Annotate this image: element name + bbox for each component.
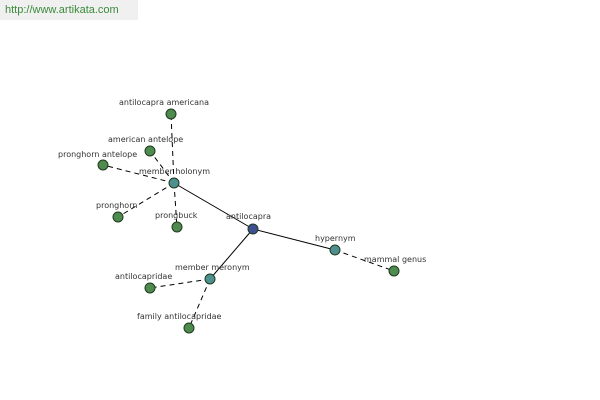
node-pronghorn-label[interactable]: pronghorn [96, 201, 137, 210]
edge-member-holonym-to-antilocapra-americana [170, 113, 175, 184]
node-prongbuck[interactable]: prongbuck [155, 211, 198, 233]
node-antilocapra-americana[interactable]: antilocapra americana [119, 98, 209, 120]
node-member-meronym-label[interactable]: member meronym [175, 263, 250, 272]
node-pronghorn-dot[interactable] [112, 211, 124, 223]
node-layer: antilocapra member holonym member meronym h… [58, 98, 426, 334]
node-member-holonym-label[interactable]: member holonym [139, 167, 210, 176]
node-mammal-genus-label[interactable]: mammal genus [364, 255, 426, 264]
edge-member-holonym-to-american-antelope [149, 150, 175, 184]
node-pronghorn-antelope[interactable]: pronghorn antelope [58, 150, 137, 171]
edge-antilocapra-to-hypernym [252, 228, 336, 251]
edge-layer [102, 113, 395, 329]
node-family-antilocapridae-dot[interactable] [183, 322, 195, 334]
node-antilocapra-dot[interactable] [247, 223, 259, 235]
node-american-antelope-dot[interactable] [144, 145, 156, 157]
node-member-meronym[interactable]: member meronym [175, 263, 250, 285]
node-antilocapra-label[interactable]: antilocapra [226, 212, 271, 221]
node-antilocapra[interactable]: antilocapra [226, 212, 271, 235]
node-american-antelope-label[interactable]: american antelope [108, 135, 183, 144]
source-url[interactable]: http://www.artikata.com [0, 0, 138, 20]
node-pronghorn-antelope-label[interactable]: pronghorn antelope [58, 150, 137, 159]
node-member-holonym[interactable]: member holonym [139, 167, 210, 189]
node-prongbuck-dot[interactable] [171, 221, 183, 233]
node-american-antelope[interactable]: american antelope [108, 135, 183, 157]
node-family-antilocapridae-label[interactable]: family antilocapridae [137, 312, 222, 321]
node-antilocapridae-dot[interactable] [144, 282, 156, 294]
edge-antilocapra-to-member-holonym [173, 182, 254, 230]
edge-member-holonym-to-pronghorn-antelope [102, 164, 175, 184]
node-family-antilocapridae[interactable]: family antilocapridae [137, 312, 222, 334]
edge-member-holonym-to-pronghorn [117, 182, 175, 218]
node-antilocapra-americana-label[interactable]: antilocapra americana [119, 98, 209, 107]
node-member-holonym-dot[interactable] [168, 177, 180, 189]
node-hypernym[interactable]: hypernym [315, 234, 356, 256]
node-mammal-genus[interactable]: mammal genus [364, 255, 426, 277]
node-hypernym-label[interactable]: hypernym [315, 234, 356, 243]
node-antilocapra-americana-dot[interactable] [165, 108, 177, 120]
edge-hypernym-to-mammal-genus [334, 249, 395, 272]
node-prongbuck-label[interactable]: prongbuck [155, 211, 198, 220]
node-antilocapridae[interactable]: antilocapridae [115, 272, 172, 294]
node-hypernym-dot[interactable] [329, 244, 341, 256]
node-mammal-genus-dot[interactable] [388, 265, 400, 277]
node-pronghorn[interactable]: pronghorn [96, 201, 137, 223]
edge-antilocapra-to-member-meronym [209, 228, 254, 280]
node-pronghorn-antelope-dot[interactable] [97, 159, 109, 171]
edge-member-meronym-to-antilocapridae [149, 278, 211, 289]
node-member-meronym-dot[interactable] [204, 273, 216, 285]
edge-member-holonym-to-prongbuck [173, 182, 178, 228]
node-antilocapridae-label[interactable]: antilocapridae [115, 272, 172, 281]
